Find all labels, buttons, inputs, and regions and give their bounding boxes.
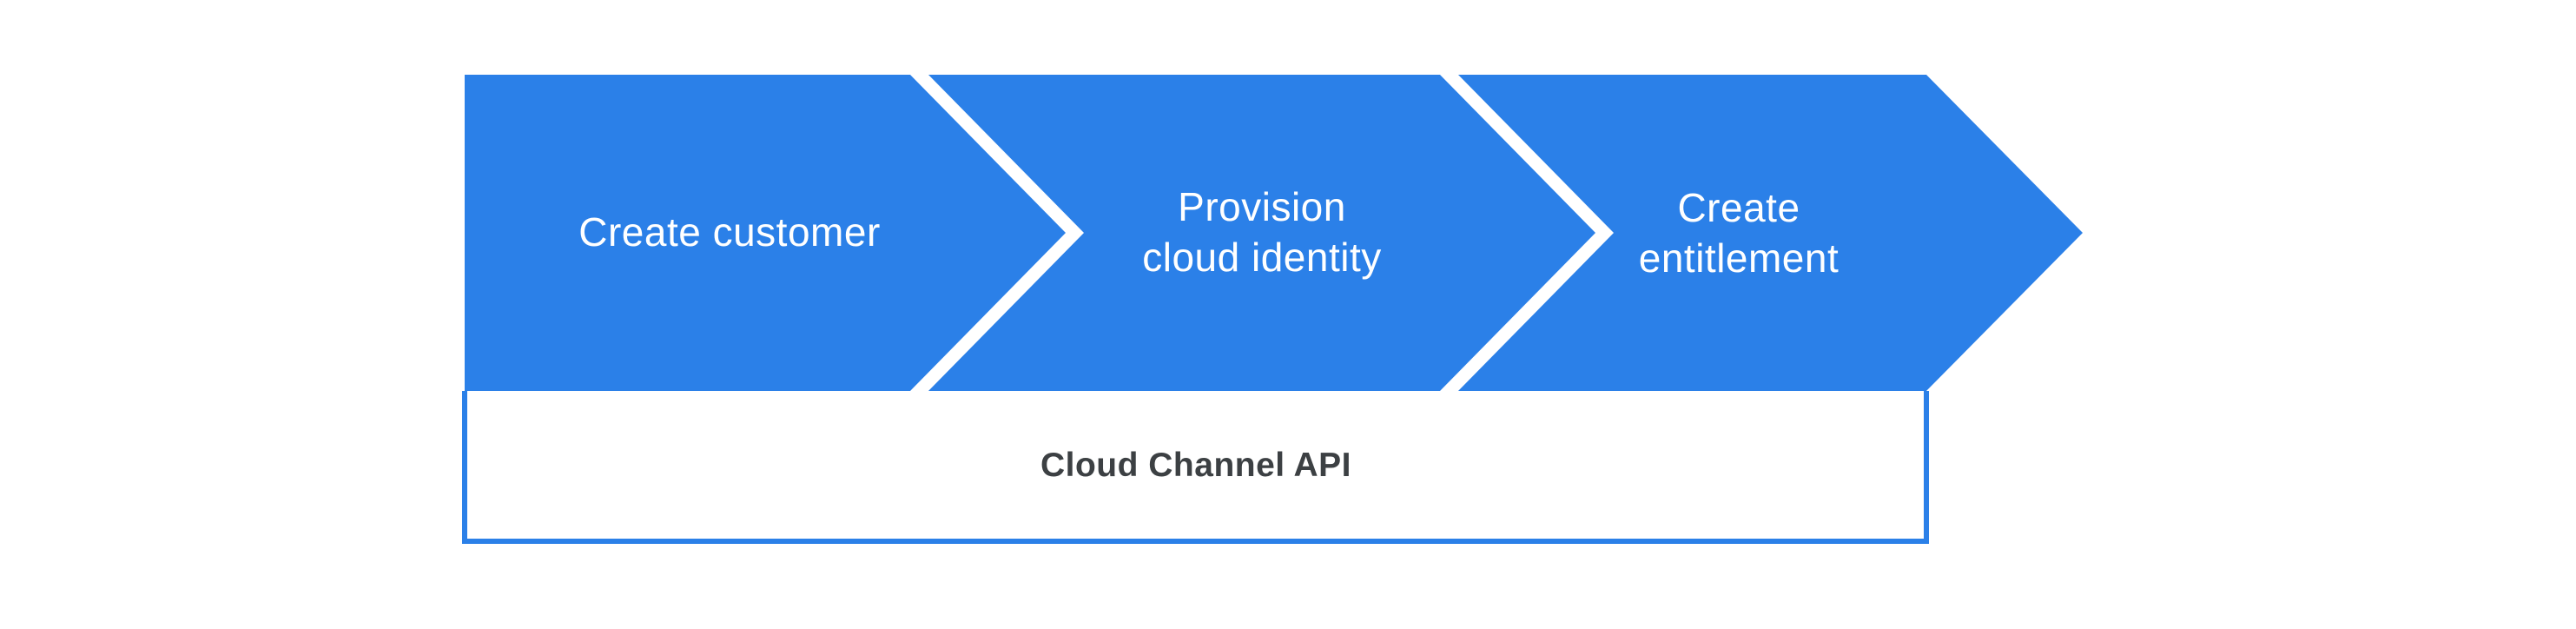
api-box xyxy=(462,391,1929,544)
chevron-step-1 xyxy=(465,75,1066,391)
step-label-provision-cloud-identity: Provision cloud identity xyxy=(1142,184,1382,280)
step-label-create-customer: Create customer xyxy=(578,209,881,255)
api-box-label: Cloud Channel API xyxy=(1040,447,1352,484)
chevron-step-2 xyxy=(928,75,1595,391)
chevron-step-3 xyxy=(1458,75,2083,391)
step-label-create-entitlement: Create entitlement xyxy=(1638,185,1840,281)
